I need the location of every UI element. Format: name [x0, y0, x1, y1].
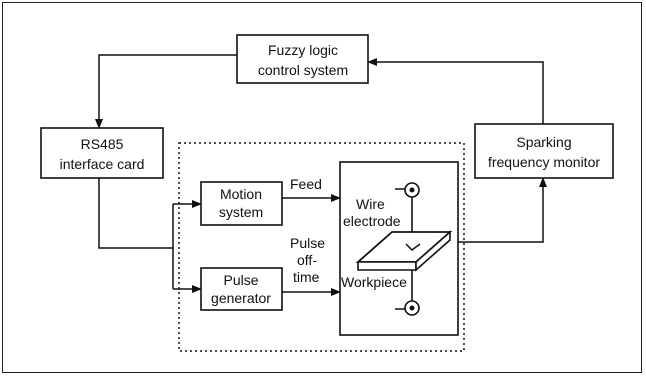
sparking-label-2: frequency monitor [488, 154, 600, 170]
pulse-gen-label-2: generator [211, 290, 271, 306]
sparking-label-1: Sparking [516, 134, 571, 150]
arrow-fuzzy-to-rs485 [95, 54, 237, 129]
pulse-generator-box [200, 267, 283, 311]
motion-system-block: Motion system [200, 181, 283, 226]
pulse-off-time-label-3: time [293, 269, 320, 285]
feed-label: Feed [290, 176, 322, 192]
fuzzy-logic-block: Fuzzy logic control system [236, 34, 369, 84]
fuzzy-logic-label-2: control system [258, 62, 348, 78]
arrow-to-sparking-monitor [458, 177, 547, 243]
edm-machine-block: Wire electrode Workpiece [339, 161, 459, 336]
machine-enclosure [178, 142, 465, 352]
rs485-block: RS485 interface card [40, 127, 164, 179]
arrow-sparking-to-fuzzy [367, 58, 544, 124]
connection-lines [95, 54, 547, 296]
fuzzy-logic-label-1: Fuzzy logic [268, 42, 338, 58]
cut-slot-icon [405, 243, 421, 251]
motion-system-box [200, 181, 283, 226]
fuzzy-logic-box [236, 34, 369, 84]
line-rs485-out [98, 178, 173, 249]
wire-electrode-label-1: Wire [356, 196, 385, 212]
lower-wire-guide-center [409, 305, 415, 311]
workpiece-slab-side [415, 230, 451, 272]
sparking-monitor-block: Sparking frequency monitor [474, 123, 614, 179]
sparking-monitor-box [474, 123, 614, 179]
pulse-generator-block: Pulse generator [200, 267, 283, 311]
rs485-label-2: interface card [60, 156, 145, 172]
motion-label-2: system [219, 204, 263, 220]
wire-electrode-label-2: electrode [343, 213, 401, 229]
pulse-gen-label-1: Pulse [223, 272, 258, 288]
workpiece-slab-front [357, 261, 417, 271]
upper-wire-guide-center [409, 187, 415, 193]
pulse-off-time-label-1: Pulse [290, 235, 325, 251]
pulse-off-time-label-2: off- [297, 252, 317, 268]
rs485-label-1: RS485 [81, 136, 124, 152]
rs485-box [40, 127, 164, 179]
workpiece-label: Workpiece [341, 274, 407, 290]
motion-label-1: Motion [220, 186, 262, 202]
